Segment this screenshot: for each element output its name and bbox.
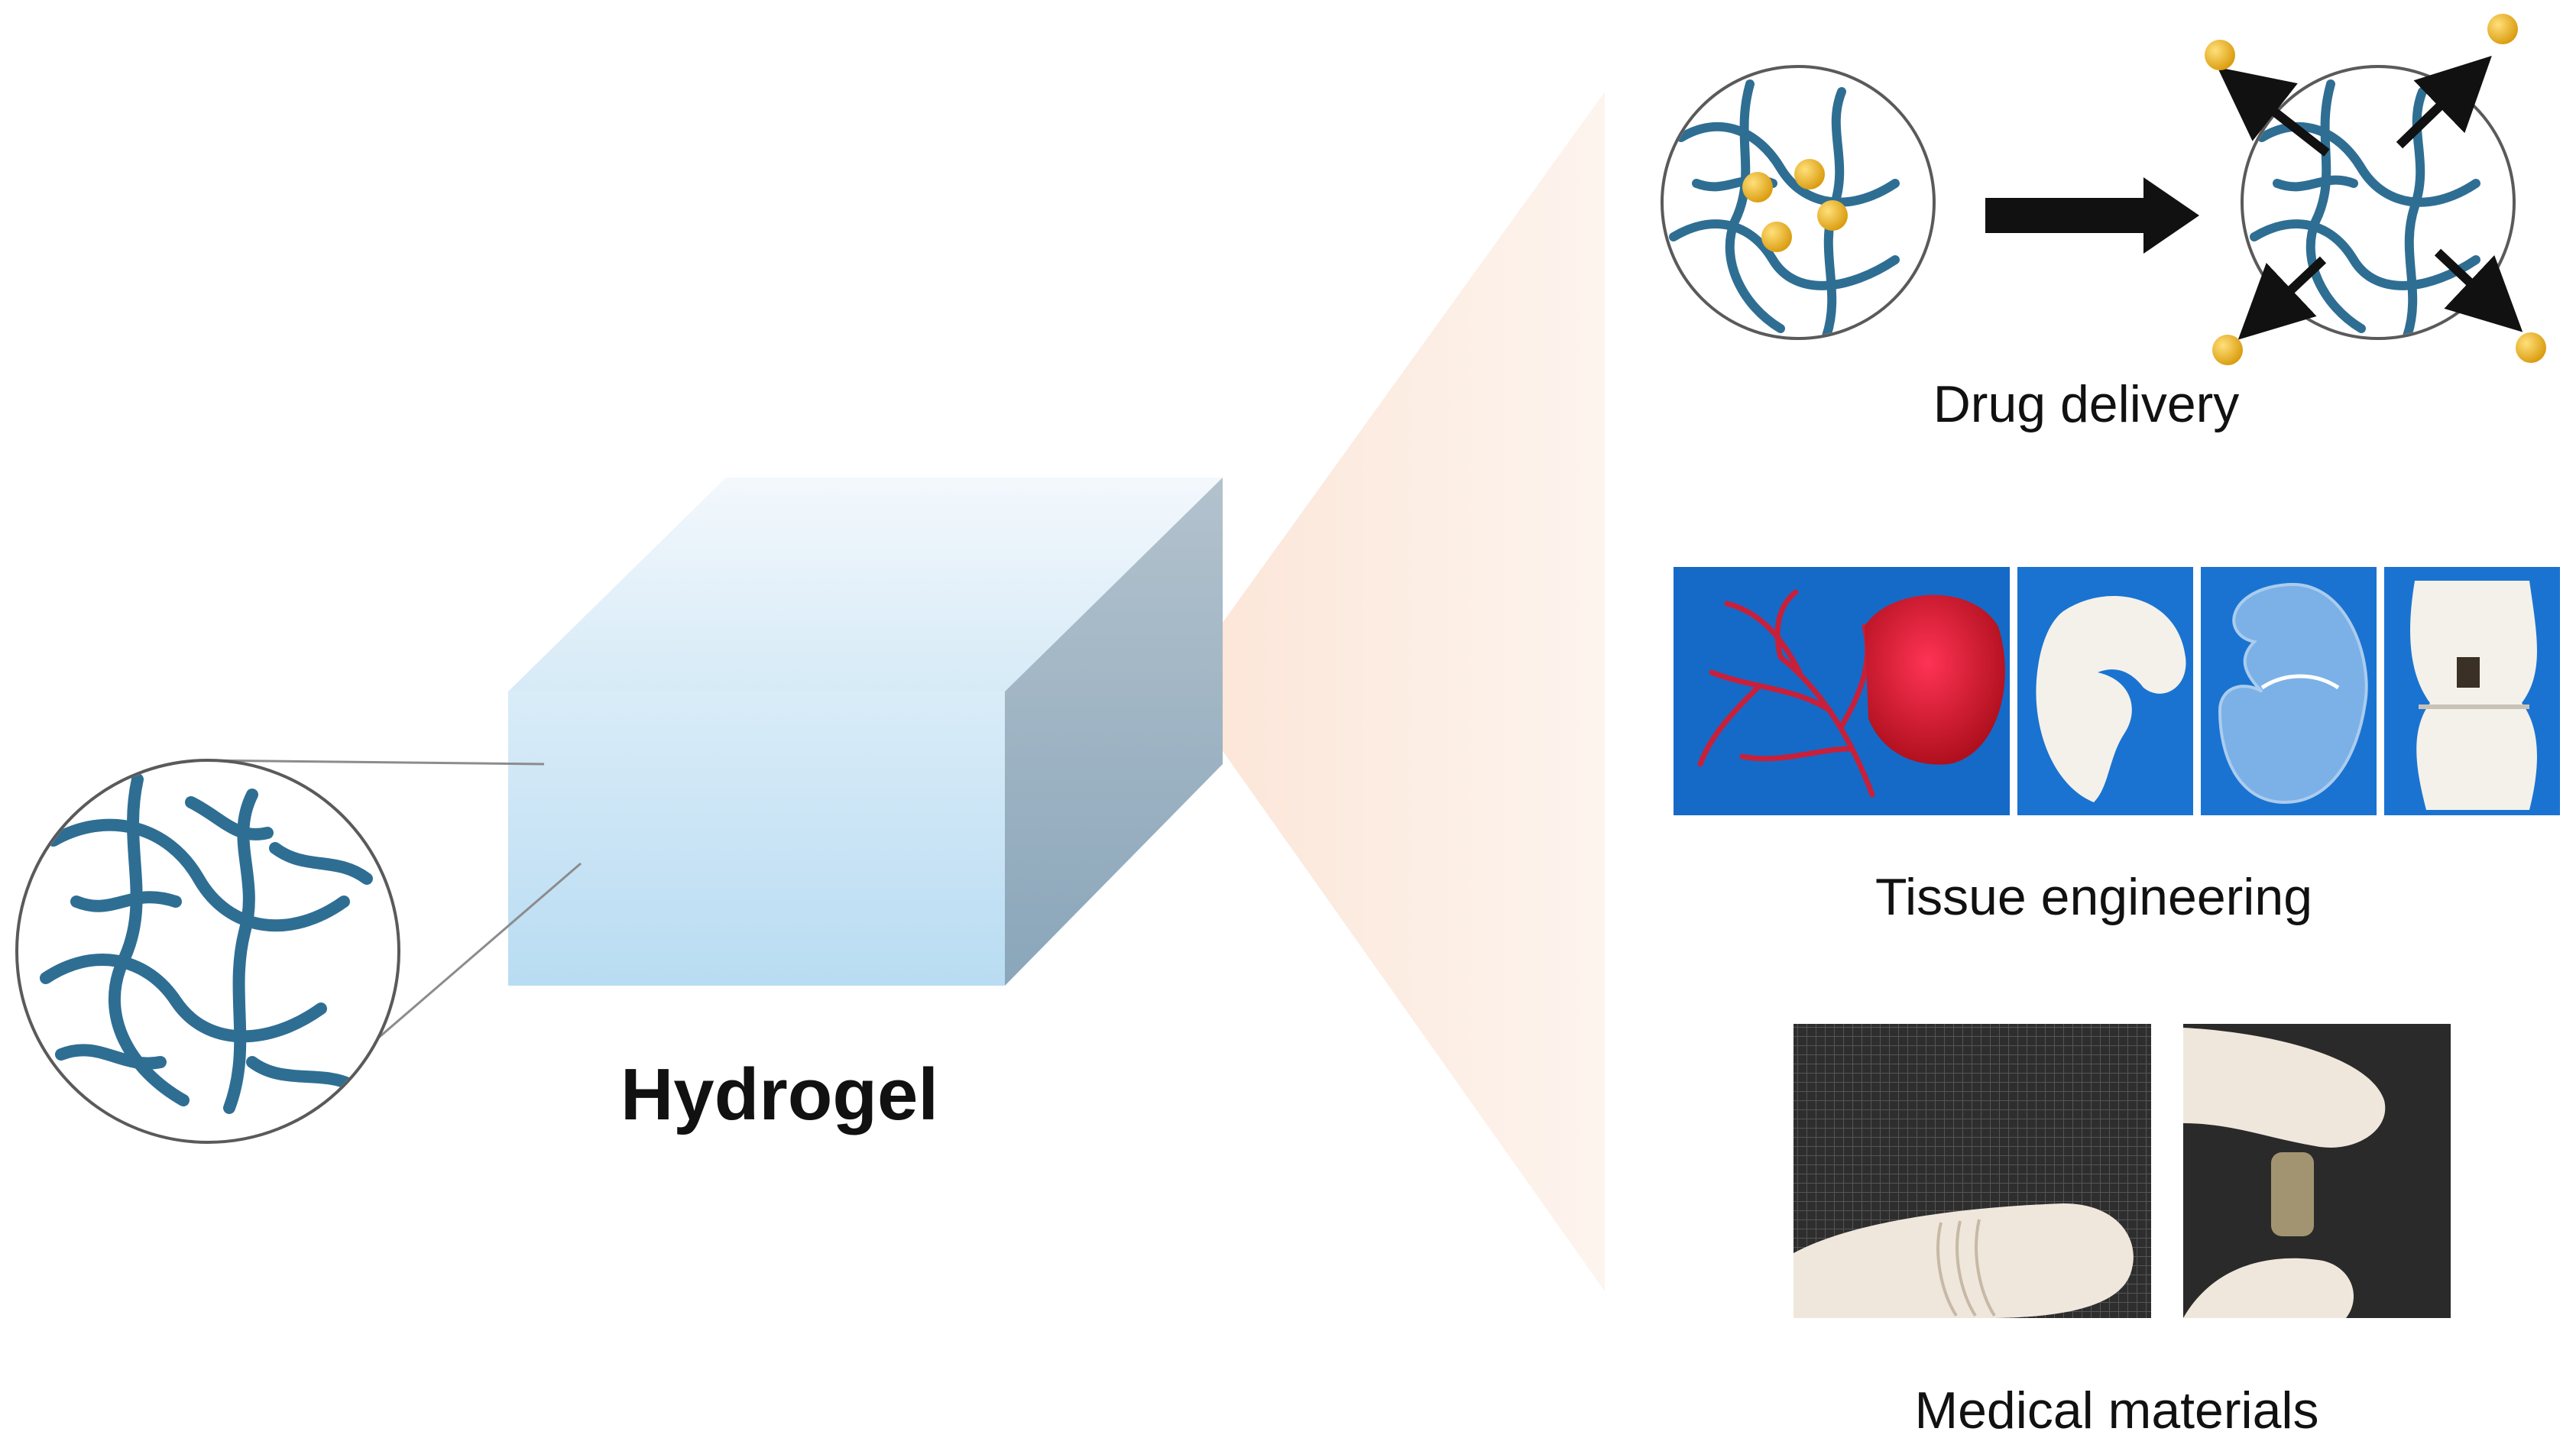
drug-loaded-network-icon bbox=[1661, 65, 1936, 340]
release-arrow-icon bbox=[1985, 177, 2199, 254]
drug-particle bbox=[2212, 335, 2243, 365]
drug-particle bbox=[1794, 159, 1825, 189]
hydrogel-label: Hydrogel bbox=[620, 1054, 939, 1135]
cube-top-face bbox=[508, 478, 1223, 691]
drug-particle bbox=[1761, 222, 1792, 252]
highlight-fan bbox=[1177, 92, 1605, 1291]
medical-photo-finger-wrap bbox=[1793, 1024, 2151, 1318]
drug-particles-loaded bbox=[1742, 159, 1848, 252]
drug-particle bbox=[1742, 172, 1773, 202]
polymer-network-circle-icon bbox=[15, 759, 400, 1144]
drug-release-arrow-icon bbox=[2217, 55, 2523, 340]
tissue-photo-knee bbox=[2384, 567, 2560, 815]
cube-side-face bbox=[1005, 478, 1223, 986]
drug-particle bbox=[2487, 14, 2518, 44]
cube-front-face bbox=[508, 691, 1005, 986]
zoom-line-bottom bbox=[358, 862, 582, 1056]
drug-particle bbox=[1817, 200, 1848, 231]
tissue-photo-ear bbox=[2017, 567, 2193, 815]
drug-particle bbox=[2516, 332, 2546, 363]
medical-materials-label: Medical materials bbox=[1914, 1381, 2319, 1440]
drug-particles-released bbox=[2205, 14, 2546, 365]
zoom-line-top bbox=[199, 759, 545, 766]
drug-delivery-label: Drug delivery bbox=[1933, 375, 2240, 433]
hydrogel-cube bbox=[508, 478, 1223, 986]
drug-particle bbox=[2205, 40, 2235, 70]
tissue-photo-kidney bbox=[2201, 567, 2377, 815]
medical-photo-gel-pinch bbox=[2183, 1024, 2451, 1318]
tissue-engineering-label: Tissue engineering bbox=[1874, 868, 2313, 926]
tissue-photo-liver bbox=[1674, 567, 2010, 815]
